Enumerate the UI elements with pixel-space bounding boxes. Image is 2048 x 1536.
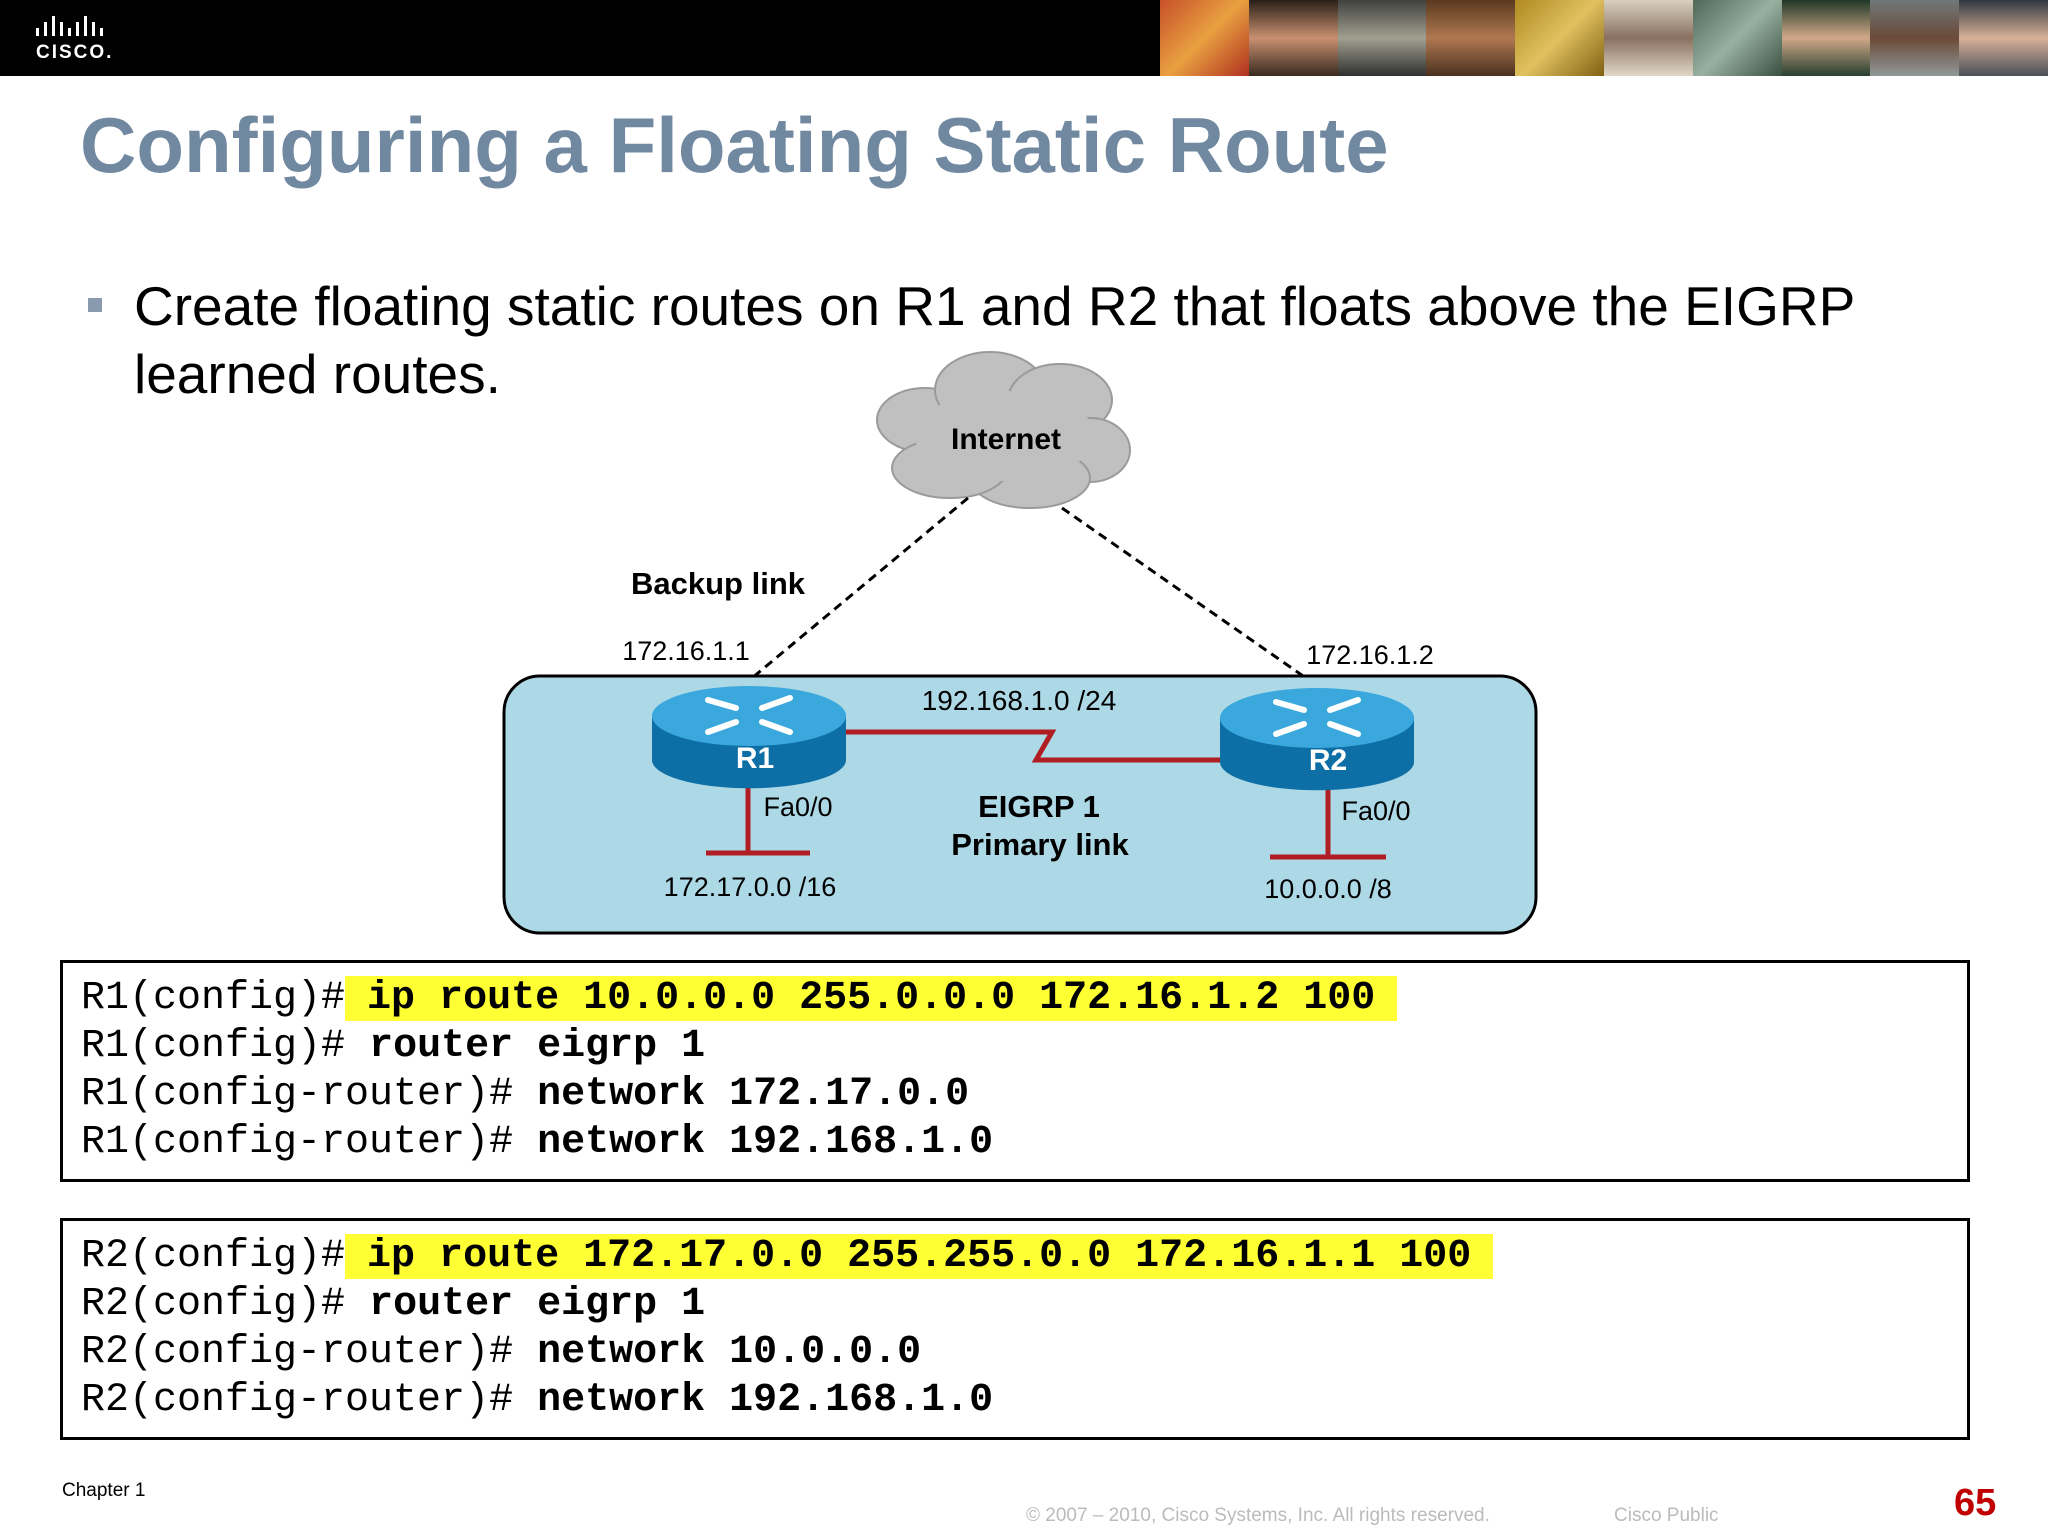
- cli-prompt: R1(config-router)#: [81, 1120, 514, 1165]
- cisco-wordmark: CISCO.: [36, 42, 114, 63]
- primary-link-label: Primary link: [951, 827, 1129, 862]
- photo-tile: [1426, 0, 1516, 76]
- cli-prompt: R2(config)#: [81, 1282, 346, 1327]
- footer-classification: Cisco Public: [1614, 1505, 1719, 1526]
- r1-interface-label: Fa0/0: [763, 792, 832, 822]
- config-line: R1(config)# router eigrp 1: [81, 1023, 705, 1071]
- photo-tile: [1160, 0, 1249, 76]
- cli-command-highlighted: ip route 172.17.0.0 255.255.0.0 172.16.1…: [345, 1234, 1494, 1279]
- cli-command: network 192.168.1.0: [537, 1378, 994, 1423]
- internet-cloud-icon: [876, 351, 1131, 509]
- r2-backup-ip: 172.16.1.2: [1306, 640, 1434, 670]
- backup-link-label: Backup link: [631, 566, 806, 601]
- primary-serial-link: [846, 729, 1222, 763]
- bullet-text: Create floating static routes on R1 and …: [134, 275, 1855, 405]
- bullet-square-icon: [88, 298, 102, 312]
- cli-command: network 192.168.1.0: [537, 1120, 994, 1165]
- cli-command-highlighted: ip route 10.0.0.0 255.0.0.0 172.16.1.2 1…: [345, 976, 1398, 1021]
- cli-prompt: R2(config-router)#: [81, 1330, 514, 1375]
- config-line: R2(config)# router eigrp 1: [81, 1281, 705, 1329]
- config-line: R1(config)#ip route 10.0.0.0 255.0.0.0 1…: [81, 975, 1398, 1023]
- cli-prompt: R2(config-router)#: [81, 1378, 514, 1423]
- photo-tile: [1337, 0, 1427, 76]
- router-r1-icon: [652, 686, 846, 789]
- cli-command: network 172.17.0.0: [537, 1072, 970, 1117]
- router-r2-icon: [1220, 688, 1414, 791]
- config-line: R1(config-router)# network 192.168.1.0: [81, 1119, 993, 1167]
- page-number: 65: [1954, 1482, 1997, 1524]
- photo-tile: [1515, 0, 1604, 76]
- cli-command: router eigrp 1: [369, 1024, 706, 1069]
- cisco-logo: CISCO.: [32, 14, 122, 64]
- config-line: R2(config)#ip route 172.17.0.0 255.255.0…: [81, 1233, 1494, 1281]
- cli-prompt: R1(config)#: [81, 1024, 346, 1069]
- cli-prompt: R2(config)#: [81, 1234, 346, 1279]
- r1-config-box: R1(config)#ip route 10.0.0.0 255.0.0.0 1…: [60, 960, 1970, 1182]
- config-line: R2(config-router)# network 192.168.1.0: [81, 1377, 993, 1425]
- r2-lan-label: 10.0.0.0 /8: [1264, 874, 1392, 904]
- r2-interface-label: Fa0/0: [1341, 796, 1410, 826]
- header-photo-strip: [1160, 0, 2048, 76]
- photo-tile: [1781, 0, 1871, 76]
- cli-command: network 10.0.0.0: [537, 1330, 922, 1375]
- backup-link-r2: [1061, 506, 1307, 680]
- link-network-label: 192.168.1.0 /24: [922, 685, 1117, 716]
- photo-tile: [1692, 0, 1782, 76]
- eigrp-label: EIGRP 1: [978, 789, 1100, 824]
- slide-title: Configuring a Floating Static Route: [80, 101, 1389, 189]
- r1-lan-label: 172.17.0.0 /16: [664, 872, 837, 902]
- cli-command: router eigrp 1: [369, 1282, 706, 1327]
- r1-backup-ip: 172.16.1.1: [622, 636, 750, 666]
- cli-prompt: R1(config)#: [81, 976, 346, 1021]
- r2-config-box: R2(config)#ip route 172.17.0.0 255.255.0…: [60, 1218, 1970, 1440]
- footer-copyright: © 2007 – 2010, Cisco Systems, Inc. All r…: [1026, 1505, 1490, 1526]
- footer-chapter: Chapter 1: [62, 1480, 146, 1501]
- photo-tile: [1248, 0, 1338, 76]
- photo-tile: [1603, 0, 1693, 76]
- r1-label: R1: [736, 742, 774, 775]
- config-line: R1(config-router)# network 172.17.0.0: [81, 1071, 969, 1119]
- header-bar: CISCO.: [0, 0, 2048, 76]
- backup-link-r1: [751, 496, 969, 680]
- network-diagram: Internet Backup link 172.16.1.1 172.16.1…: [502, 351, 1538, 935]
- internet-label: Internet: [951, 423, 1061, 456]
- cisco-bars-icon: [36, 16, 103, 36]
- cli-prompt: R1(config-router)#: [81, 1072, 514, 1117]
- r2-label: R2: [1309, 744, 1347, 777]
- config-line: R2(config-router)# network 10.0.0.0: [81, 1329, 921, 1377]
- photo-tile: [1870, 0, 1960, 76]
- photo-tile: [1959, 0, 2048, 76]
